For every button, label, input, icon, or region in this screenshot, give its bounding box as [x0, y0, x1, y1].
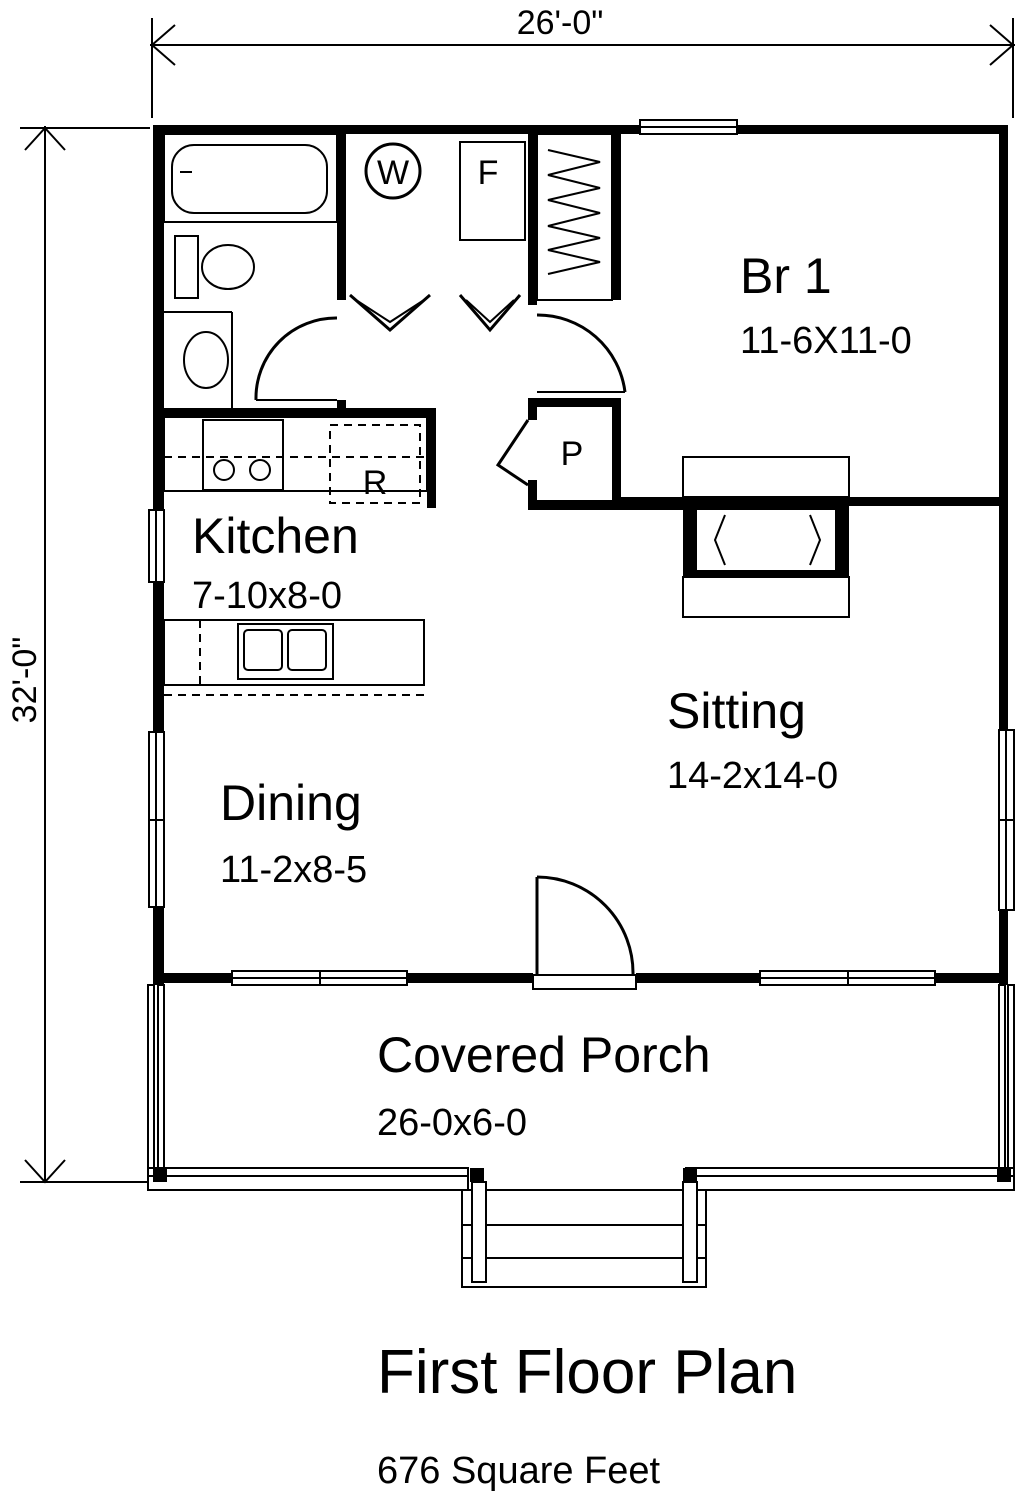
sitting-name: Sitting	[667, 683, 806, 739]
bedroom-size: 11-6X11-0	[740, 320, 912, 362]
kitchen-name: Kitchen	[192, 508, 359, 564]
width-dimension-label: 26'-0"	[517, 4, 604, 42]
interior-walls	[153, 125, 1007, 577]
square-footage: 676 Square Feet	[377, 1450, 661, 1492]
depth-dimension: 32'-0"	[6, 126, 150, 1184]
plan-title: First Floor Plan	[377, 1338, 797, 1407]
porch	[147, 984, 1015, 1288]
porch-name: Covered Porch	[377, 1027, 711, 1083]
kitchen-fixtures: R	[163, 416, 428, 696]
dining-size: 11-2x8-5	[220, 849, 367, 891]
fireplace	[682, 456, 850, 618]
bedroom-name: Br 1	[740, 248, 832, 304]
windows	[148, 119, 1015, 986]
bathroom-fixtures	[163, 133, 338, 408]
sitting-size: 14-2x14-0	[667, 755, 838, 797]
closet	[536, 133, 620, 301]
laundry-fixtures: W F	[364, 141, 526, 241]
freezer-label: F	[478, 154, 499, 192]
pantry-label: P	[561, 435, 584, 473]
doors	[254, 293, 637, 990]
dining-name: Dining	[220, 775, 362, 831]
kitchen-size: 7-10x8-0	[192, 575, 342, 617]
width-dimension: 26'-0"	[150, 4, 1015, 118]
porch-size: 26-0x6-0	[377, 1102, 527, 1144]
refrigerator-label: R	[363, 464, 388, 502]
washer-label: W	[377, 154, 409, 192]
depth-dimension-label: 32'-0"	[6, 637, 44, 724]
